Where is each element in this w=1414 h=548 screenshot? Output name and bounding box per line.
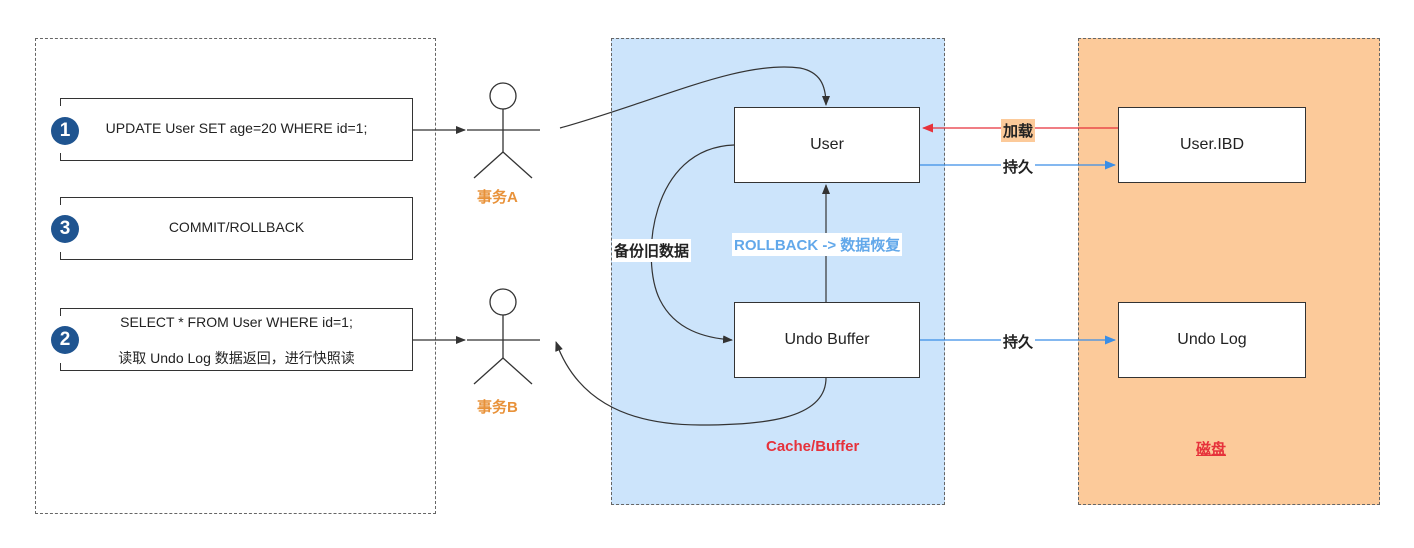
persist-label-1: 持久: [1001, 155, 1036, 178]
backup-label: 备份旧数据: [612, 239, 692, 262]
step-3-sql: COMMIT/ROLLBACK: [168, 219, 305, 235]
actor-b-label: 事务B: [477, 399, 518, 416]
rollback-label: ROLLBACK -> 数据恢复: [732, 233, 903, 256]
user-ibd-box: User.IBD: [1118, 107, 1306, 183]
step-2-sql: SELECT * FROM User WHERE id=1;: [120, 314, 353, 330]
user-box: User: [734, 107, 920, 183]
load-label: 加载: [1001, 119, 1036, 142]
step-1-box: UPDATE User SET age=20 WHERE id=1;: [60, 98, 413, 161]
actor-a-figure: [467, 82, 540, 179]
undo-buffer-to-actor-b-arrow: [555, 341, 827, 426]
step-3-box: COMMIT/ROLLBACK: [60, 197, 413, 260]
step-2-note: 读取 Undo Log 数据返回，进行快照读: [118, 350, 355, 366]
step-2-badge: 2: [51, 326, 79, 354]
actor-a-label: 事务A: [477, 189, 518, 206]
step-2-box: SELECT * FROM User WHERE id=1; 读取 Undo L…: [60, 308, 413, 371]
step-1-badge: 1: [51, 117, 79, 145]
transaction-panel: [35, 38, 436, 514]
step-1-sql: UPDATE User SET age=20 WHERE id=1;: [105, 120, 368, 136]
undo-log-box: Undo Log: [1118, 302, 1306, 378]
undo-buffer-box: Undo Buffer: [734, 302, 920, 378]
cache-buffer-title: Cache/Buffer: [766, 438, 860, 455]
actor-a-to-user-arrow: [559, 66, 830, 129]
backup-arrow: [650, 144, 735, 344]
actor-b-figure: [467, 288, 540, 385]
persist-label-2: 持久: [1001, 330, 1036, 353]
step-3-badge: 3: [51, 215, 79, 243]
disk-title: 磁盘: [1196, 441, 1227, 458]
